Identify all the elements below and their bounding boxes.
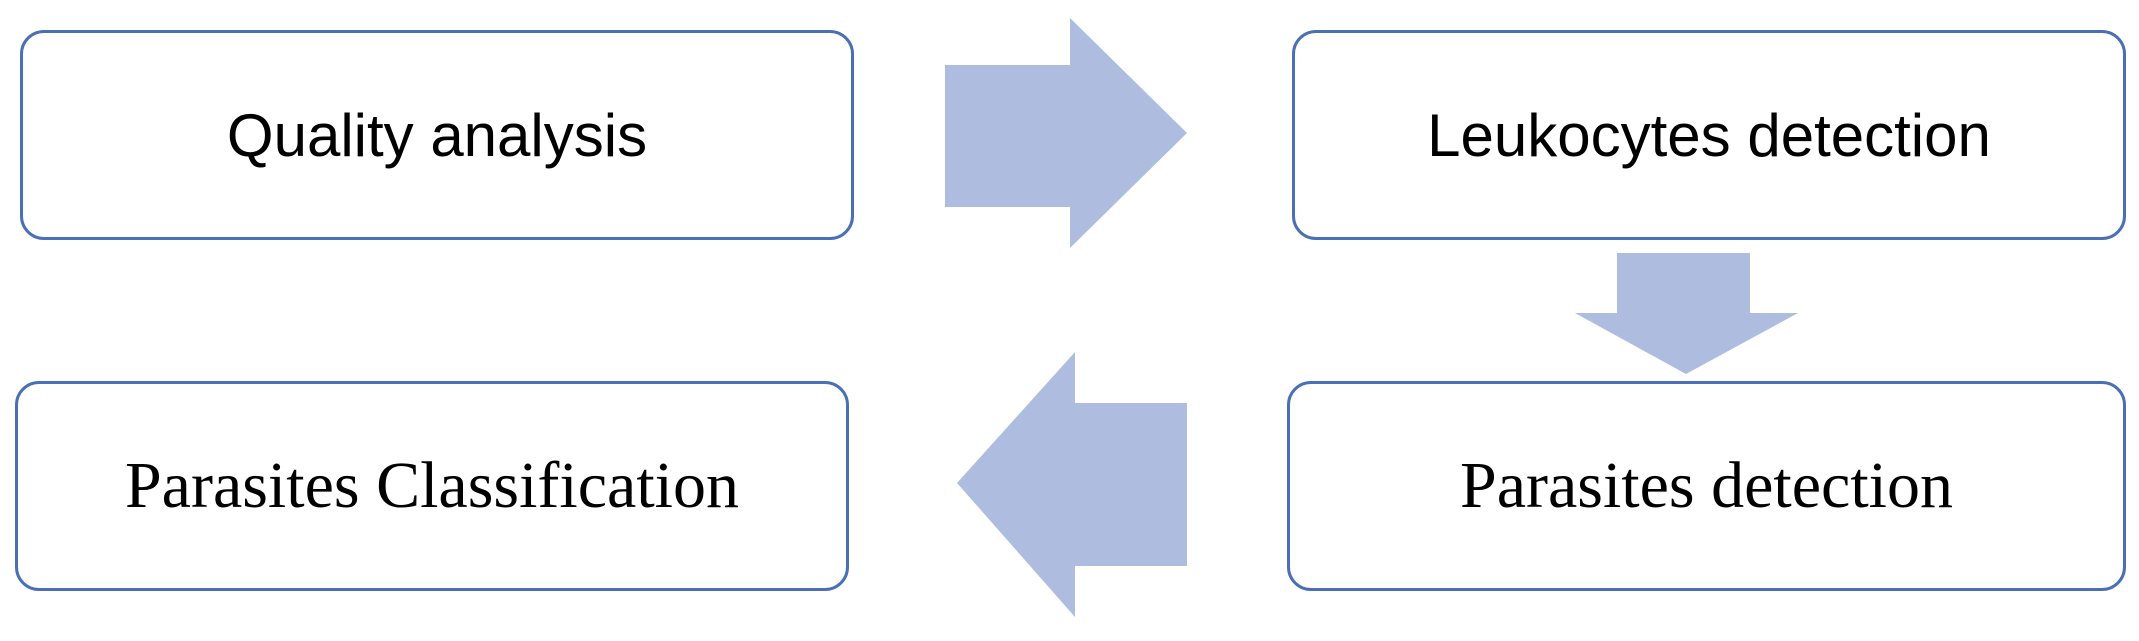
step-parasites-classification-label: Parasites Classification (124, 449, 740, 522)
step-parasites-classification: Parasites Classification (15, 381, 849, 591)
arrow-left-icon (957, 352, 1187, 617)
step-parasites-detection: Parasites detection (1287, 381, 2126, 591)
step-leukocytes-detection-label: Leukocytes detection (1427, 101, 1991, 169)
step-quality-analysis-label: Quality analysis (226, 101, 648, 169)
step-leukocytes-detection: Leukocytes detection (1292, 30, 2126, 240)
step-parasites-detection-label: Parasites detection (1459, 449, 1953, 522)
arrow-right-icon (945, 18, 1187, 248)
step-quality-analysis: Quality analysis (20, 30, 854, 240)
arrow-down-icon (1575, 253, 1798, 374)
